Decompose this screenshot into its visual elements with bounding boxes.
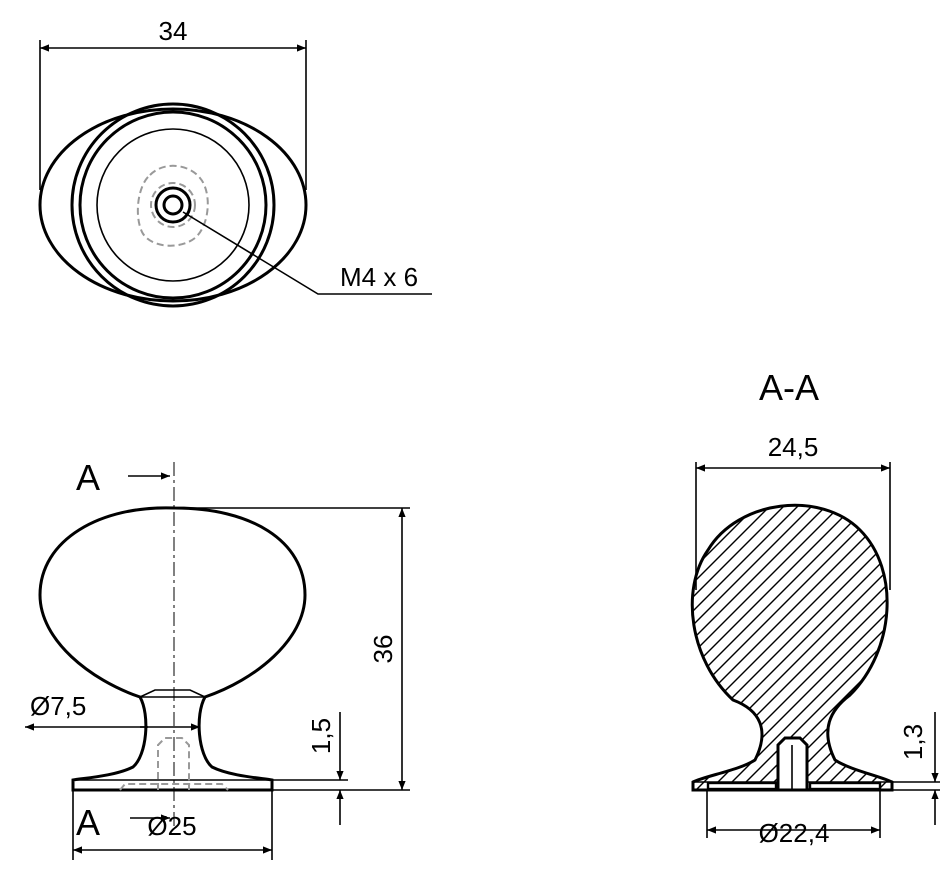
section-mark-bottom: A [76,802,100,843]
section-view: A-A 24,5 Ø22,4 1,3 [690,367,940,848]
ball-diameter-label: 24,5 [768,432,819,462]
front-view: A A 36 1,5 Ø7,5 Ø25 [25,457,410,860]
base-diameter-label: Ø25 [147,811,196,841]
hatch-line [692,505,883,790]
hidden-base-outline [136,164,209,247]
hatch-line [692,505,869,790]
hidden-thread-circle [150,182,196,228]
neck-shoulder [139,689,206,698]
thread-leader [182,211,432,295]
hatch-line [692,505,841,790]
hatch-line [692,505,892,790]
section-mark-top: A [76,457,100,498]
knob-outline-top [38,107,308,303]
hatch-line [692,505,892,790]
inner-ring [96,128,250,282]
hidden-insert [157,737,190,790]
hatch-line [692,505,892,790]
middle-ring [78,110,268,300]
knob-profile [38,506,307,792]
base-plate-left [706,781,778,791]
section-base-thickness-label: 1,3 [898,724,928,760]
section-base-diameter-label: Ø22,4 [759,818,830,848]
base-plate-right [808,781,882,791]
base-thickness-label: 1,5 [306,718,336,754]
hatch-line [817,505,892,790]
outer-ring [70,102,276,308]
hidden-base-plate [119,783,229,791]
height-dimension-label: 36 [368,635,398,664]
hatch-line [692,505,855,790]
width-dimension-label: 34 [159,16,188,46]
hatch-line [692,505,827,790]
hatch-line [692,505,892,790]
neck-diameter-label: Ø7,5 [30,691,86,721]
section-title: A-A [759,367,819,408]
thread-callout-label: M4 x 6 [340,262,418,292]
thread-hole-inner [162,194,184,216]
thread-hole-outer [154,186,192,224]
section-outline [690,503,894,792]
top-view: 34 M4 x 6 [38,16,432,308]
hatch-line [692,505,892,790]
hatch-line [692,505,892,790]
